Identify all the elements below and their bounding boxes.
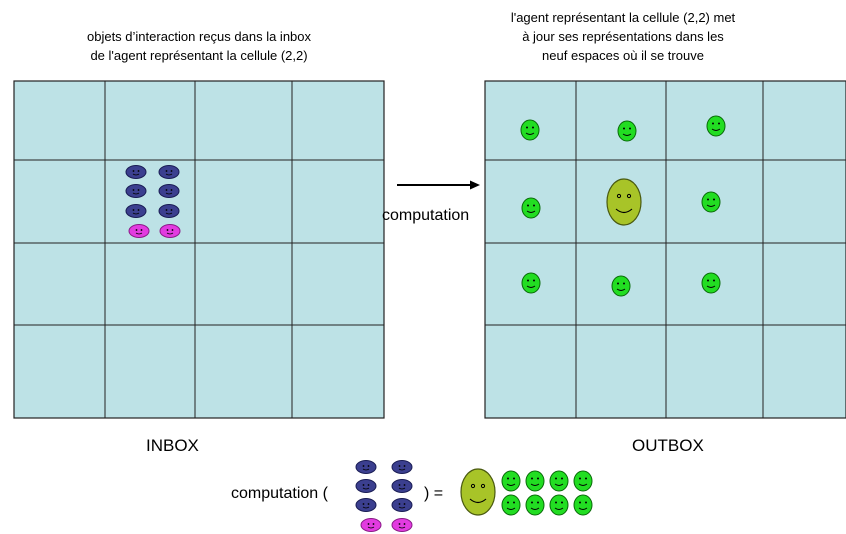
- green-smiley-icon: [501, 470, 521, 492]
- outbox-label: OUTBOX: [632, 436, 704, 455]
- green-smiley-icon: [701, 191, 721, 213]
- formula-input-objects: [355, 460, 413, 532]
- green-smiley-icon: [573, 470, 593, 492]
- green-smiley-icon: [573, 494, 593, 516]
- arrow-head-icon: [470, 180, 480, 190]
- blue-object-icon: [391, 460, 413, 474]
- magenta-object-icon: [128, 224, 150, 238]
- blue-object-icon: [391, 498, 413, 512]
- blue-object-icon: [125, 184, 147, 198]
- outbox-grid: [484, 80, 846, 419]
- green-smiley-icon: [525, 470, 545, 492]
- formula-prefix: computation (: [231, 485, 328, 502]
- green-smiley-icon: [701, 272, 721, 294]
- inbox-caption: objets d’interaction reçus dans la inbox…: [14, 27, 384, 65]
- formula-suffix: ) =: [424, 485, 444, 502]
- green-smiley-icon: [525, 494, 545, 516]
- outbox-caption-line-3: neuf espaces où il se trouve: [542, 48, 704, 63]
- blue-object-icon: [158, 204, 180, 218]
- green-smiley-icon: [549, 494, 569, 516]
- computation-arrow: [397, 180, 480, 190]
- inbox-label: INBOX: [146, 436, 199, 455]
- green-smiley-icon: [549, 470, 569, 492]
- inbox-grid: [13, 80, 385, 419]
- green-smiley-icon: [521, 197, 541, 219]
- blue-object-icon: [158, 165, 180, 179]
- green-smiley-icon: [521, 272, 541, 294]
- olive-smiley-icon: [460, 468, 496, 516]
- outbox-caption-line-1: l'agent représentant la cellule (2,2) me…: [510, 10, 736, 25]
- inbox-grid-background: [13, 80, 385, 419]
- inbox-caption-line-1: objets d’interaction reçus dans la inbox: [86, 29, 312, 44]
- arrow-label: computation: [382, 207, 470, 224]
- magenta-object-icon: [360, 518, 382, 532]
- blue-object-icon: [355, 498, 377, 512]
- green-smiley-icon: [611, 275, 631, 297]
- blue-object-icon: [355, 460, 377, 474]
- outbox-caption: l'agent représentant la cellule (2,2) me…: [478, 8, 768, 65]
- olive-smiley-icon: [606, 178, 642, 226]
- green-smiley-icon: [501, 494, 521, 516]
- green-smiley-icon: [617, 120, 637, 142]
- blue-object-icon: [355, 479, 377, 493]
- formula-output-objects: [460, 468, 593, 516]
- green-smiley-icon: [706, 115, 726, 137]
- outbox-caption-line-2: à jour ses représentations dans les: [522, 29, 724, 44]
- blue-object-icon: [125, 165, 147, 179]
- green-smiley-icon: [520, 119, 540, 141]
- magenta-object-icon: [159, 224, 181, 238]
- inbox-caption-line-2: de l'agent représentant la cellule (2,2): [90, 48, 308, 63]
- blue-object-icon: [391, 479, 413, 493]
- blue-object-icon: [125, 204, 147, 218]
- blue-object-icon: [158, 184, 180, 198]
- magenta-object-icon: [391, 518, 413, 532]
